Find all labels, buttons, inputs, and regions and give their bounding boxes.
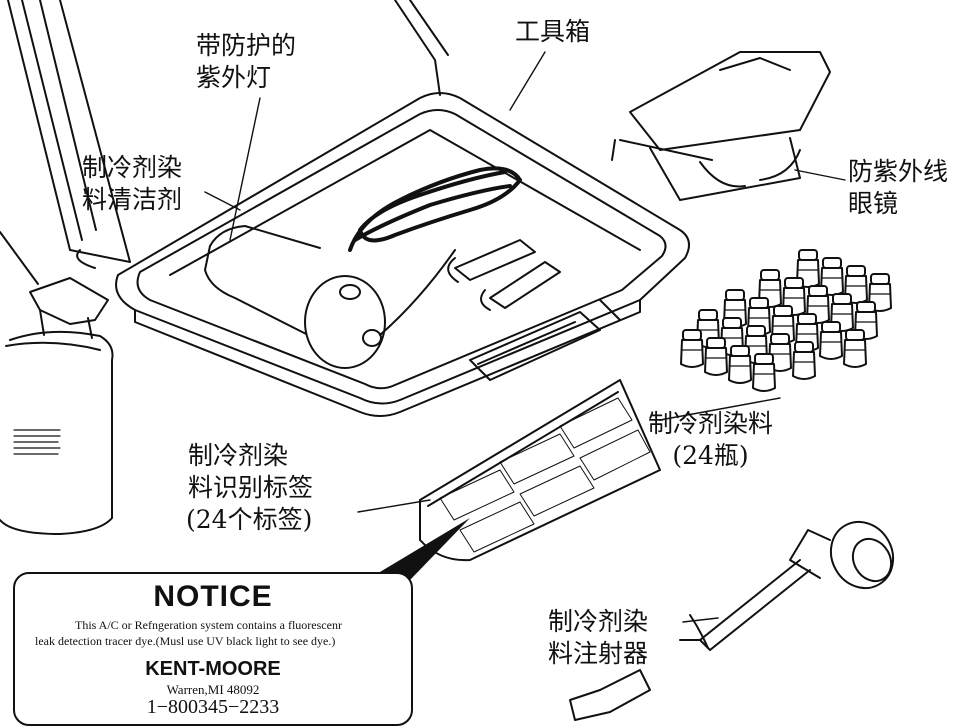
dye-bottle (729, 346, 751, 383)
dye-bottle (753, 354, 775, 391)
cleaner-spray-bottle (0, 232, 113, 534)
callout-id-labels: 制冷剂染 料识别标签 (24个标签) (186, 440, 313, 536)
dye-bottle (844, 330, 866, 367)
notice-label-card: NOTICE This A/C or Refngeration system c… (13, 572, 413, 726)
lamp-clips (448, 240, 560, 310)
notice-title: NOTICE (15, 580, 411, 614)
callout-dye-bottles: 制冷剂染料(24瓶) (648, 408, 773, 472)
callout-dye-cleaner: 制冷剂染料清洁剂 (82, 152, 182, 216)
uv-lamp (205, 226, 455, 368)
notice-brand: KENT-MOORE (15, 658, 411, 681)
uv-goggles (612, 52, 830, 200)
leader-cleaner (205, 192, 240, 210)
notice-phone: 1−800345−2233 (15, 696, 411, 719)
lamp-cord-coil (350, 168, 520, 250)
notice-body-line1: This A/C or Refngeration system contains… (35, 617, 381, 633)
callout-uv-lamp: 带防护的紫外灯 (196, 30, 296, 94)
dye-bottle (793, 342, 815, 379)
notice-body: This A/C or Refngeration system contains… (35, 617, 381, 649)
dye-bottle (705, 338, 727, 375)
leader-goggles (795, 170, 845, 180)
callout-uv-goggles: 防紫外线眼镜 (848, 156, 948, 220)
leader-injector (683, 618, 718, 622)
label-sheet (420, 380, 660, 560)
leader-uv-lamp (230, 98, 260, 240)
notice-body-rest: leak detection tracer dye.(Musl use UV b… (35, 634, 335, 648)
dye-bottle-cluster (681, 250, 891, 391)
callout-toolbox: 工具箱 (515, 16, 590, 48)
leader-toolbox (510, 52, 545, 110)
dye-bottle (681, 330, 703, 367)
callout-dye-injector: 制冷剂染料注射器 (548, 606, 648, 670)
toolbox-tray (116, 93, 689, 416)
dye-bottle (820, 322, 842, 359)
